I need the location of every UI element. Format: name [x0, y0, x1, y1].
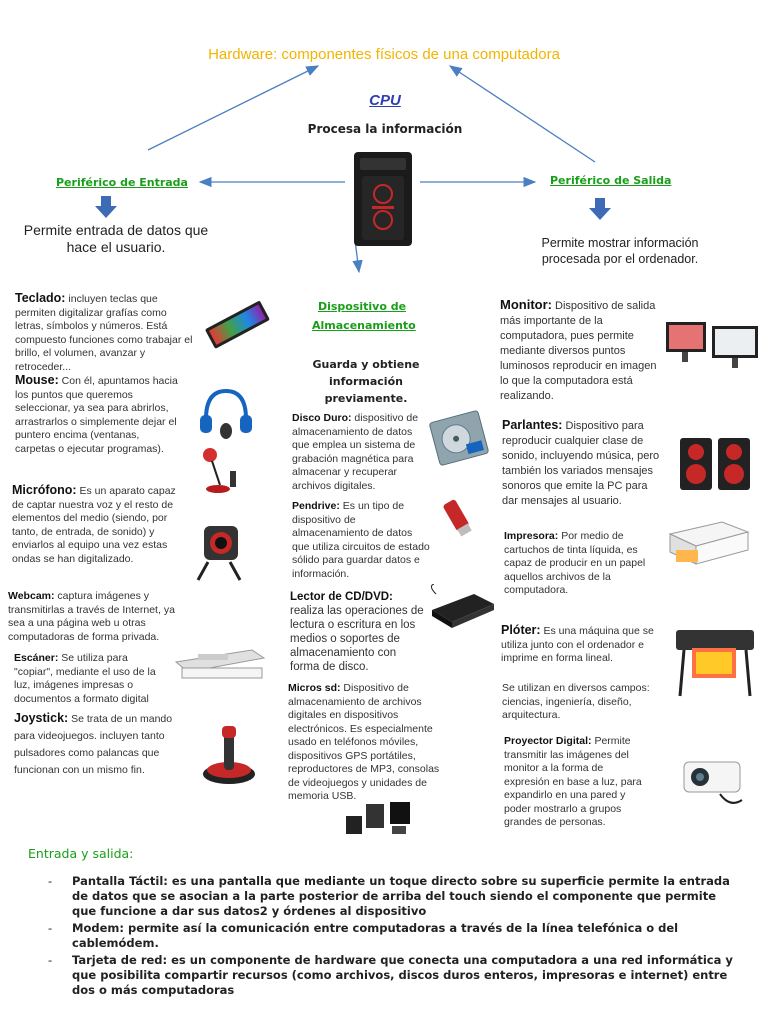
- connector-arrows: [95, 65, 611, 274]
- escaner-text: Se utiliza para "copiar", mediante el us…: [14, 652, 156, 705]
- list-item: Pantalla Táctil: es una pantalla que med…: [38, 874, 738, 919]
- microfono-block: Micrófono: Es un aparato capaz de captar…: [12, 483, 180, 566]
- pendrive-name: Pendrive:: [292, 500, 340, 512]
- microfono-name: Micrófono:: [12, 483, 77, 497]
- pendrive-image: [440, 492, 474, 542]
- cpu-description: Procesa la información: [307, 122, 463, 136]
- joystick-name: Joystick:: [14, 711, 69, 725]
- mouse-name: Mouse:: [15, 373, 59, 387]
- list-item: Tarjeta de red: es un componente de hard…: [38, 953, 738, 998]
- list-item: Modem: permite así la comunicación entre…: [38, 921, 738, 951]
- disco-duro-name: Disco Duro:: [292, 412, 352, 424]
- impresora-block: Impresora: Por medio de cartuchos de tin…: [504, 530, 660, 598]
- joystick-block: Joystick: Se trata de un mando para vide…: [14, 710, 174, 779]
- down-arrow-entrada: [95, 196, 117, 218]
- monitor-image: [664, 316, 760, 376]
- proyector-name: Proyector Digital:: [504, 735, 592, 747]
- webcam-text: captura imágenes y transmitirlas a travé…: [8, 590, 175, 643]
- teclado-text: incluyen teclas que permiten digitalizar…: [15, 293, 193, 373]
- teclado-name: Teclado:: [15, 291, 66, 305]
- plotter-image: [672, 626, 758, 698]
- arrow-entrada-to-title: [147, 65, 320, 151]
- micro-sd-block: Micros sd: Dispositivo de almacenamiento…: [288, 682, 453, 804]
- microfono-text: Es un aparato capaz de captar nuestra vo…: [12, 485, 176, 565]
- cpu-label: CPU: [369, 92, 401, 109]
- pendrive-text: Es un tipo de dispositivo de almacenamie…: [292, 500, 430, 580]
- almacenamiento-description: Guarda y obtiene información previamente…: [312, 358, 420, 405]
- entrada-salida-list: Pantalla Táctil: es una pantalla que med…: [38, 874, 738, 1000]
- impresora-text: Por medio de cartuchos de tinta líquida,…: [504, 530, 646, 596]
- almacenamiento-label: Dispositivo de Almacenamiento: [312, 300, 416, 332]
- monitor-block: Monitor: Dispositivo de salida más impor…: [500, 297, 660, 404]
- webcam-image: [190, 522, 250, 584]
- scanner-image: [172, 640, 267, 682]
- micro-sd-image: [342, 800, 414, 836]
- webcam-block: Webcam: captura imágenes y transmitirlas…: [8, 590, 178, 644]
- arrow-salida-to-title: [448, 65, 596, 163]
- down-arrow-salida: [589, 198, 611, 220]
- micro-sd-text: Dispositivo de almacenamiento de archivo…: [288, 682, 440, 802]
- entrada-description: Permite entrada de datos que hace el usu…: [23, 222, 209, 255]
- salida-label: Periférico de Salida: [550, 174, 672, 187]
- salida-description: Permite mostrar información procesada po…: [541, 236, 699, 266]
- entrada-salida-heading: Entrada y salida:: [28, 846, 134, 861]
- joystick-text: Se trata de un mando para videojuegos. i…: [14, 713, 173, 776]
- proyector-block: Proyector Digital: Permite transmitir la…: [504, 735, 650, 830]
- impresora-name: Impresora:: [504, 530, 559, 542]
- mouse-headset-image: [196, 385, 256, 440]
- parlantes-name: Parlantes:: [502, 418, 563, 432]
- cpu-tower-image: [350, 150, 416, 248]
- parlantes-text: Dispositivo para reproducir cualquier cl…: [502, 420, 660, 507]
- lector-cd-text: realiza las operaciones de lectura o esc…: [290, 605, 424, 673]
- hard-disk-image: [428, 410, 490, 466]
- lector-cd-name: Lector de CD/DVD:: [290, 591, 393, 603]
- parlantes-block: Parlantes: Dispositivo para reproducir c…: [502, 418, 662, 509]
- page-title: Hardware: componentes físicos de una com…: [208, 46, 560, 63]
- microphone-image: [196, 445, 244, 495]
- ploter-uses: Se utilizan en diversos campos: ciencias…: [502, 682, 650, 721]
- joystick-image: [200, 720, 258, 786]
- printer-image: [662, 512, 754, 572]
- escaner-block: Escáner: Se utiliza para "copiar", media…: [14, 652, 164, 706]
- speakers-image: [676, 432, 756, 494]
- monitor-text: Dispositivo de salida más importante de …: [500, 300, 657, 402]
- entrada-label: Periférico de Entrada: [56, 176, 188, 189]
- disco-duro-block: Disco Duro: dispositivo de almacenamient…: [292, 412, 430, 493]
- ploter-block: Plóter: Es una máquina que se utiliza ju…: [501, 623, 667, 666]
- keyboard-image: [203, 296, 271, 356]
- monitor-name: Monitor:: [500, 297, 552, 312]
- lector-cd-block: Lector de CD/DVD: realiza las operacione…: [290, 590, 428, 674]
- projector-image: [680, 752, 748, 812]
- ploter-text: Es una máquina que se utiliza junto con …: [501, 625, 654, 664]
- micro-sd-name: Micros sd:: [288, 682, 341, 694]
- ploter-name: Plóter:: [501, 623, 541, 637]
- pendrive-block: Pendrive: Es un tipo de dispositivo de a…: [292, 500, 430, 581]
- disco-duro-text: dispositivo de almacenamiento de datos q…: [292, 412, 419, 492]
- arrow-cpu-to-storage: [352, 239, 363, 274]
- teclado-block: Teclado: incluyen teclas que permiten di…: [15, 291, 197, 374]
- mouse-block: Mouse: Con él, apuntamos hacia los punto…: [15, 373, 180, 456]
- escaner-name: Escáner:: [14, 652, 59, 664]
- mouse-text: Con él, apuntamos hacia los puntos que q…: [15, 375, 178, 455]
- cd-dvd-reader-image: [426, 583, 498, 636]
- webcam-name: Webcam:: [8, 590, 55, 602]
- proyector-text: Permite transmitir las imágenes del moni…: [504, 735, 642, 828]
